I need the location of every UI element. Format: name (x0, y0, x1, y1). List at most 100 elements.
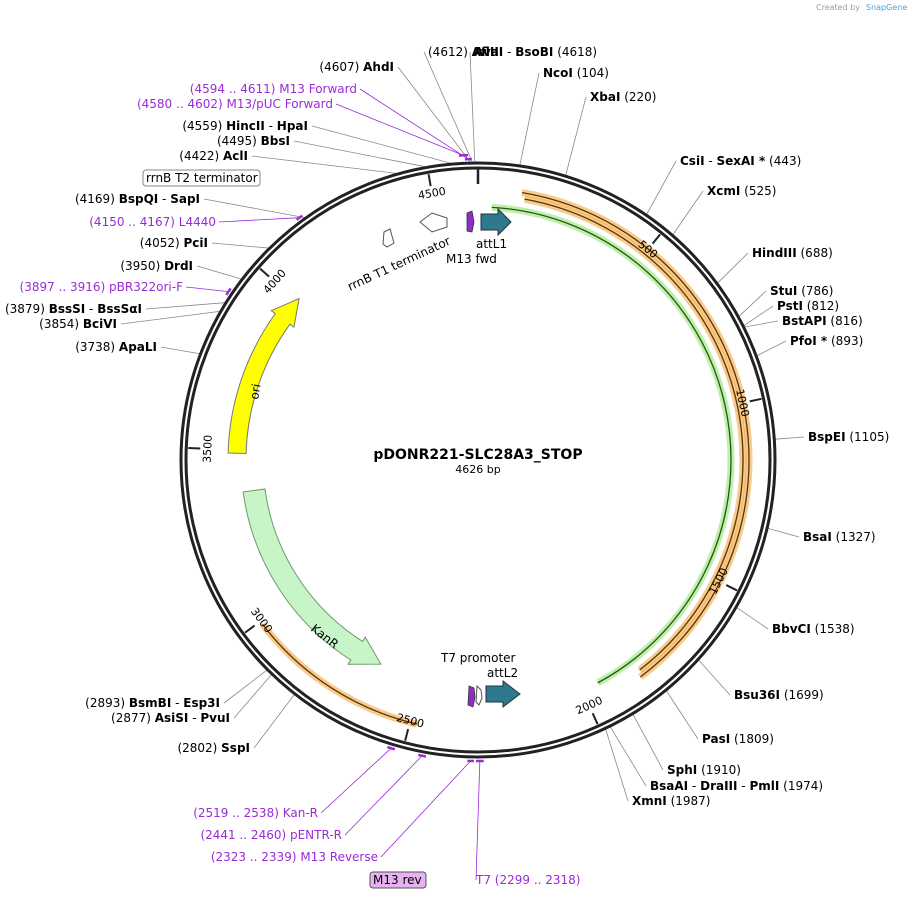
enzyme-label-part: BciVI (83, 317, 117, 331)
enzyme-label[interactable]: BsaAI - DraIII - PmlI (1974) (650, 779, 823, 793)
primer-label[interactable]: (4150 .. 4167) L4440 (89, 215, 216, 229)
tick-mark (404, 728, 410, 741)
enzyme-leader (223, 669, 268, 704)
rrnb-t1-feature[interactable] (419, 212, 448, 233)
enzyme-label[interactable]: (4422) AclI (179, 149, 248, 163)
enzyme-label[interactable]: PasI (1809) (702, 732, 774, 746)
enzyme-leader (565, 96, 587, 176)
plasmid-size: 4626 bp (455, 463, 500, 476)
enzyme-label[interactable]: (4052) PciI (140, 236, 208, 250)
enzyme-label[interactable]: (4169) BspQI - SapI (75, 192, 200, 206)
plasmid-name: pDONR221-SLC28A3_STOP (373, 447, 582, 463)
enzyme-label-part: BsoBI (515, 45, 553, 59)
enzyme-leader (293, 140, 426, 168)
enzyme-label[interactable]: (4612) AflII (428, 45, 499, 59)
enzyme-label-part: (4607) (319, 60, 363, 74)
enzyme-label-part: StuI (770, 284, 797, 298)
primer-bars (225, 153, 484, 763)
enzyme-label-part: - (158, 192, 170, 206)
attl2-feature[interactable] (485, 679, 521, 709)
arc-line (524, 198, 744, 671)
primer-label[interactable]: T7 (2299 .. 2318) (475, 873, 580, 887)
enzyme-label[interactable]: HindIII (688) (752, 246, 833, 260)
enzyme-label[interactable]: AvaI - BsoBI (4618) (474, 45, 597, 59)
primer-leader (344, 755, 423, 836)
m13-rev-feature[interactable] (467, 685, 476, 708)
primer-label[interactable]: (2519 .. 2538) Kan-R (193, 806, 318, 820)
enzyme-label[interactable]: Bsu36I (1699) (734, 688, 824, 702)
enzyme-label-part: PfoI * (790, 334, 828, 348)
enzyme-label-part: (1538) (811, 622, 855, 636)
enzyme-label-part: CsiI (680, 154, 705, 168)
enzyme-label[interactable]: (3950) DrdI (120, 259, 193, 273)
primer-bar[interactable] (295, 214, 303, 221)
tick-mark (651, 233, 661, 245)
enzyme-label[interactable]: PfoI * (893) (790, 334, 863, 348)
enzyme-label[interactable]: (3879) BssSI - BssSαI (5, 302, 142, 316)
enzyme-leader (610, 726, 647, 787)
enzyme-label-part: XcmI (707, 184, 740, 198)
enzyme-label[interactable]: (4559) HincII - HpaI (182, 119, 308, 133)
enzyme-label[interactable]: SphI (1910) (667, 763, 741, 777)
m13-rev-label: M13 rev (373, 873, 422, 887)
ori-feature[interactable] (227, 297, 300, 455)
enzyme-leader (211, 242, 269, 249)
enzyme-label[interactable]: (3738) ApaLI (75, 340, 157, 354)
enzyme-label[interactable]: NcoI (104) (543, 66, 609, 80)
enzyme-label[interactable]: (2893) BsmBI - Esp3I (85, 696, 220, 710)
m13-fwd-feature[interactable] (466, 210, 475, 233)
primer-label[interactable]: (3897 .. 3916) pBR322ori-F (20, 280, 184, 294)
enzyme-label-part: (1910) (697, 763, 741, 777)
enzyme-label[interactable]: (3854) BciVI (39, 317, 117, 331)
enzyme-label[interactable]: StuI (786) (770, 284, 833, 298)
kanr-feature[interactable] (242, 488, 382, 665)
tick-mark (591, 712, 599, 725)
enzyme-label[interactable]: (4495) BbsI (217, 134, 290, 148)
enzyme-leader (744, 320, 779, 328)
enzyme-label-part: - (737, 779, 749, 793)
ori-label: ori (247, 383, 263, 401)
enzyme-label-part: AhdI (363, 60, 394, 74)
m13-rev-label-box (369, 871, 427, 889)
enzyme-label[interactable]: XmnI (1987) (632, 794, 710, 808)
attl1-feature[interactable] (480, 207, 512, 237)
t7-promoter-feature[interactable] (475, 684, 483, 706)
rrnb-t2-feature[interactable] (382, 228, 395, 248)
tick-label: 2000 (574, 694, 605, 717)
enzyme-label-part: AclI (223, 149, 248, 163)
enzyme-label-part: BbsI (261, 134, 290, 148)
enzyme-label-part: (3738) (75, 340, 119, 354)
enzyme-label[interactable]: XbaI (220) (590, 90, 657, 104)
enzyme-label-part: PasI (702, 732, 730, 746)
enzyme-label-part: - (688, 779, 700, 793)
enzyme-label[interactable]: (4607) AhdI (319, 60, 394, 74)
enzyme-label[interactable]: CsiI - SexAI * (443) (680, 154, 801, 168)
enzyme-label[interactable]: BspEI (1105) (808, 430, 889, 444)
enzyme-label-part: - (503, 45, 515, 59)
primer-leader (335, 103, 464, 156)
primer-leader (218, 217, 300, 223)
enzyme-label[interactable]: BstAPI (816) (782, 314, 863, 328)
primer-label[interactable]: (4594 .. 4611) M13 Forward (190, 82, 357, 96)
rrnb-t1-label: rrnB T1 terminator (345, 234, 452, 294)
enzyme-label-part: BbvCI (772, 622, 811, 636)
enzyme-label[interactable]: (2802) SspI (177, 741, 250, 755)
enzyme-label-part: - (265, 119, 277, 133)
primer-bar[interactable] (418, 753, 427, 758)
tick-label: 4500 (417, 185, 447, 203)
enzyme-label-part: (1974) (779, 779, 823, 793)
primer-bar[interactable] (225, 287, 232, 296)
enzyme-label[interactable]: XcmI (525) (707, 184, 776, 198)
primer-label[interactable]: (2441 .. 2460) pENTR-R (200, 828, 342, 842)
enzyme-label[interactable]: BbvCI (1538) (772, 622, 855, 636)
primer-label[interactable]: (4580 .. 4602) M13/pUC Forward (137, 97, 333, 111)
enzyme-label-part: (1987) (667, 794, 711, 808)
primer-bar[interactable] (387, 745, 396, 751)
enzyme-label[interactable]: PstI (812) (777, 299, 839, 313)
enzyme-label[interactable]: BsaI (1327) (803, 530, 876, 544)
enzyme-label-part: (2802) (177, 741, 221, 755)
enzyme-label[interactable]: (2877) AsiSI - PvuI (111, 711, 230, 725)
arc-line (261, 623, 418, 725)
primer-label[interactable]: (2323 .. 2339) M13 Reverse (211, 850, 378, 864)
enzyme-leader (233, 674, 272, 719)
